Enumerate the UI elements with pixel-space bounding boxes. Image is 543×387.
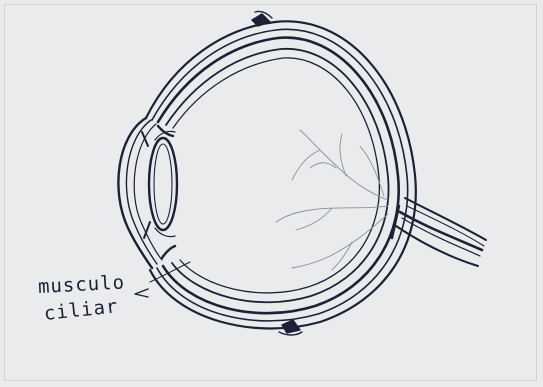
- muscle-attachments: [252, 11, 302, 335]
- label-musculo: musculo: [37, 271, 125, 298]
- sclera-layers: [146, 21, 416, 328]
- retina-layer: [166, 49, 389, 302]
- cornea: [118, 118, 162, 268]
- lens: [142, 131, 177, 238]
